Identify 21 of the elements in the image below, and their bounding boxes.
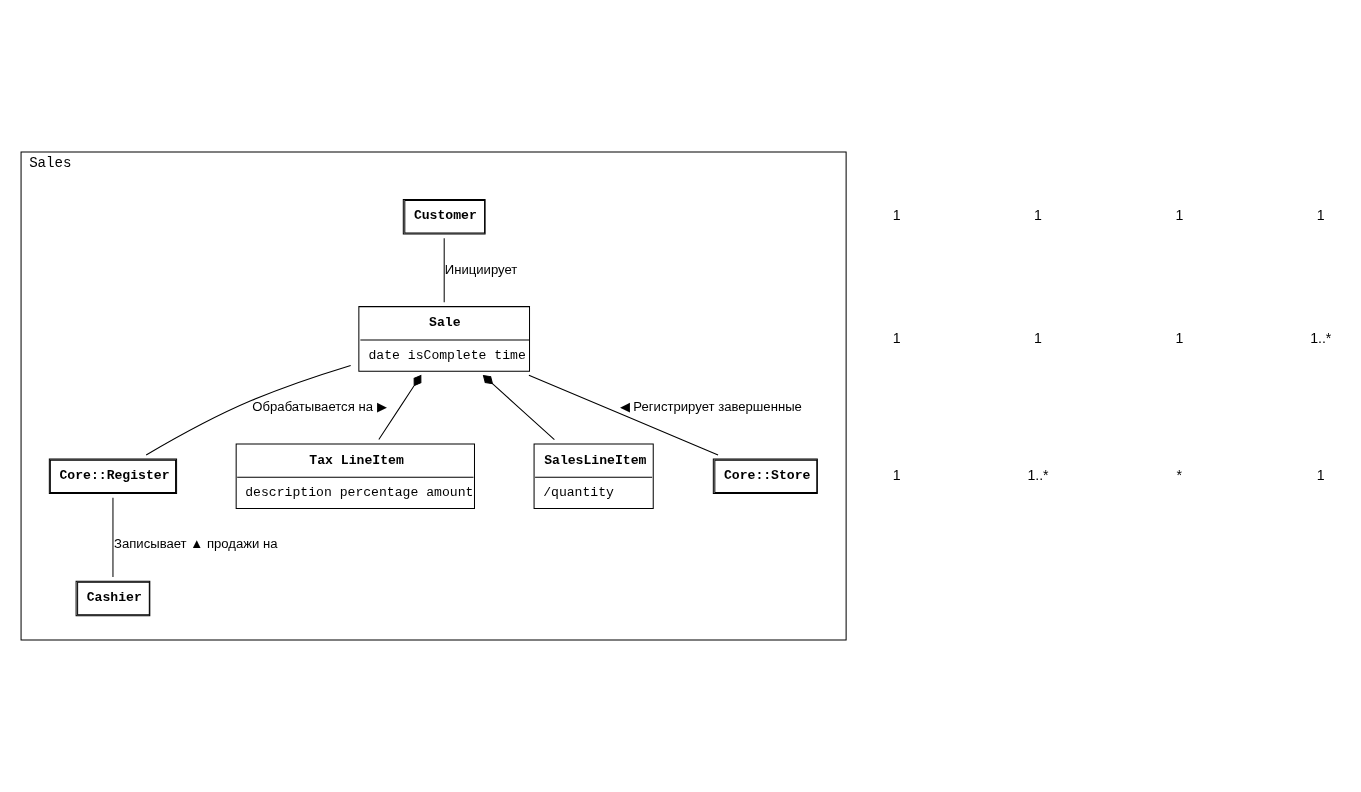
connector <box>443 237 445 303</box>
label: 1..* <box>1027 467 1049 484</box>
connector <box>482 374 555 441</box>
label: 1 <box>1316 207 1325 224</box>
connector <box>145 364 352 456</box>
edge-label: ◀ Регистрирует завершенные <box>619 399 802 415</box>
label: * <box>1176 467 1183 484</box>
label: 1 <box>1034 329 1042 346</box>
connector <box>528 374 719 456</box>
label: 1 <box>892 467 901 484</box>
edge-label: Инициирует <box>444 261 518 277</box>
label: 1 <box>1175 207 1184 224</box>
label: 1 <box>1316 467 1325 484</box>
label: 1 <box>1175 329 1184 346</box>
edge-label: Обрабатывается на ▶ <box>252 399 387 415</box>
label: 1 <box>892 329 901 346</box>
connector <box>378 374 422 440</box>
edge-label: Записывает ▲ продажи на <box>114 536 278 552</box>
label: 1 <box>892 207 901 224</box>
label: 1 <box>1034 207 1042 224</box>
label: 1..* <box>1310 329 1332 346</box>
